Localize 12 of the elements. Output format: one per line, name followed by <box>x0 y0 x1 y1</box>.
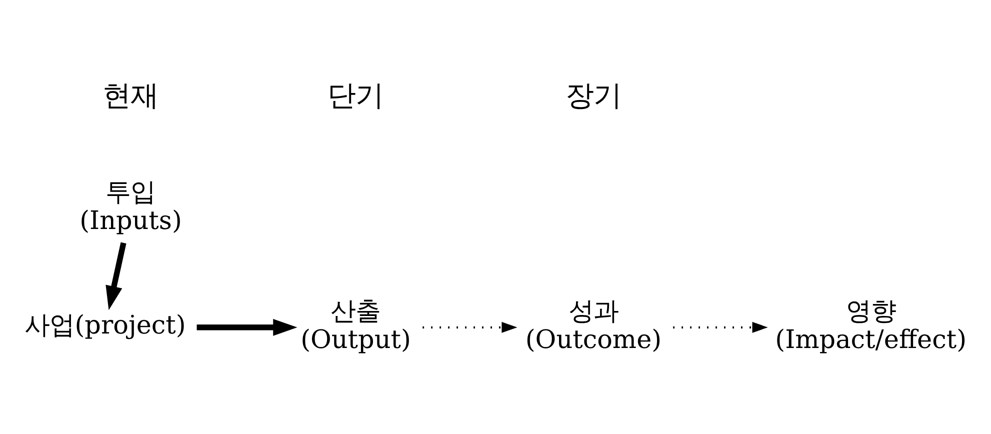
node-text: 사업(project) <box>24 310 186 341</box>
arrow <box>106 242 126 310</box>
label: 장기 <box>565 79 622 112</box>
node-text: 영향 (Impact/effect) <box>775 296 967 355</box>
arrow <box>422 322 518 333</box>
label: 현재 <box>102 79 159 112</box>
label: 단기 <box>328 79 384 112</box>
arrow <box>196 318 298 336</box>
node-text: 성과 (Outcome) <box>525 296 662 355</box>
node-text: 산출 (Output) <box>300 296 411 355</box>
arrow <box>673 322 768 333</box>
node-text: 투입 (Inputs) <box>80 178 182 236</box>
